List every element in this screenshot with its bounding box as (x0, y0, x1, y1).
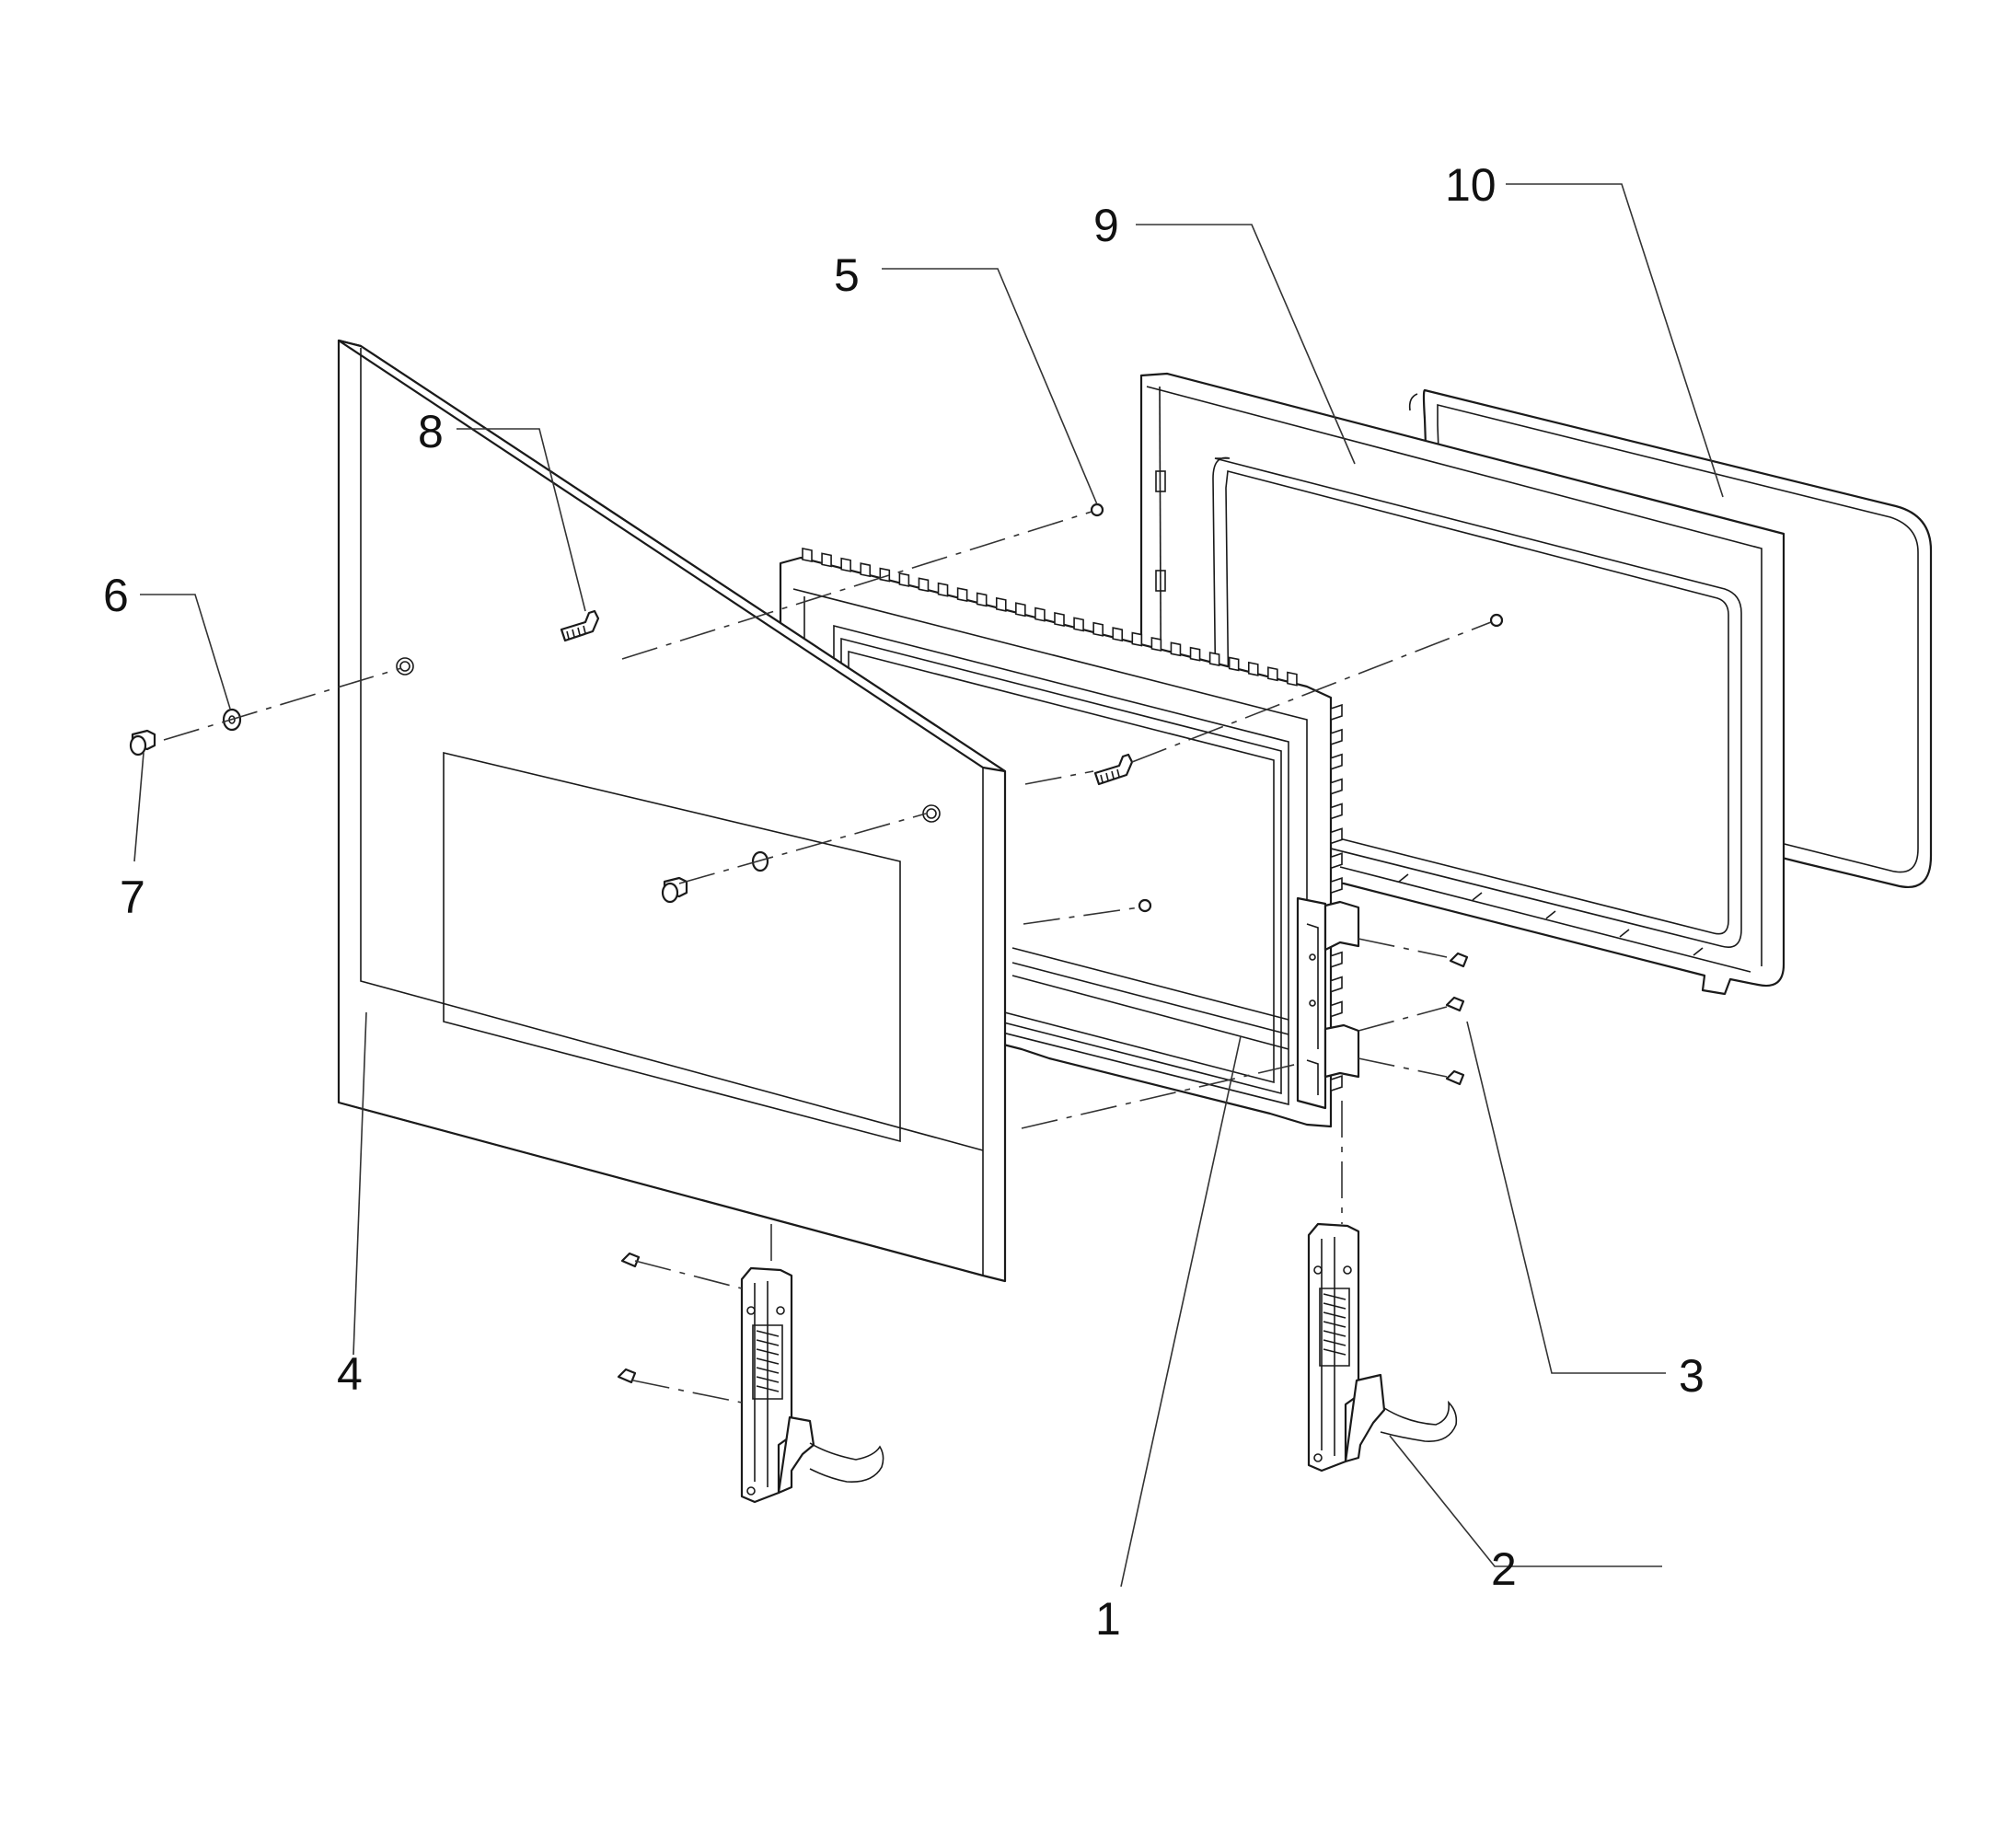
assembly-axes (163, 511, 1492, 1403)
frame-tooth (840, 557, 851, 572)
frame-tooth (1330, 827, 1343, 845)
frame-tooth (860, 562, 872, 578)
frame-tooth (1054, 612, 1065, 627)
callout-9: 9 (1093, 200, 1119, 251)
frame-tooth (1150, 636, 1162, 652)
frame-tooth (1330, 877, 1343, 895)
part-8-screw-top (560, 609, 600, 642)
part-2-hinge-left (740, 1266, 884, 1504)
frame-tooth (879, 567, 891, 583)
callout-3: 3 (1679, 1350, 1705, 1402)
frame-tooth (1330, 976, 1343, 993)
frame-tooth (1131, 631, 1143, 647)
frame-tooth (1330, 778, 1343, 795)
frame-tooth (1092, 621, 1104, 637)
frame-tooth (1247, 661, 1259, 676)
callout-labels: 10 9 5 8 6 7 4 1 2 3 (103, 159, 1705, 1645)
callout-8: 8 (418, 406, 444, 457)
frame-tooth (1208, 652, 1220, 667)
callout-7: 7 (120, 872, 145, 923)
frame-tooth (976, 592, 988, 607)
frame-tooth (1330, 852, 1343, 870)
callout-1: 1 (1095, 1593, 1121, 1645)
part-5-screw (1090, 502, 1504, 913)
part-4-outer-glass-panel (337, 339, 1007, 1283)
part-3-screw (617, 952, 1469, 1384)
frame-tooth (898, 572, 910, 587)
frame-tooth (1330, 1075, 1343, 1092)
frame-tooth (1112, 627, 1124, 642)
frame-tooth (995, 596, 1007, 612)
frame-tooth (1228, 656, 1240, 672)
frame-tooth (1034, 606, 1046, 622)
callout-6: 6 (103, 570, 129, 621)
frame-tooth (918, 577, 930, 593)
frame-tooth (956, 587, 968, 603)
callout-4: 4 (337, 1348, 363, 1400)
frame-tooth (1073, 617, 1084, 632)
frame-tooth (1015, 602, 1026, 618)
callout-10: 10 (1445, 159, 1497, 211)
frame-tooth (1170, 641, 1182, 657)
frame-tooth (1330, 951, 1343, 968)
frame-tooth (937, 582, 949, 597)
frame-tooth (1330, 1000, 1343, 1018)
part-2-hinge-right (1307, 1222, 1458, 1473)
frame-tooth (1330, 753, 1343, 770)
callout-5: 5 (834, 249, 860, 301)
frame-tooth (821, 552, 832, 568)
frame-tooth (1330, 703, 1343, 722)
frame-tooth (1267, 666, 1278, 682)
part-8-screw-mid (1093, 753, 1134, 786)
leader-lines (133, 183, 1724, 1588)
frame-tooth (1330, 803, 1343, 820)
frame-tooth (1189, 646, 1201, 662)
frame-tooth (802, 548, 813, 562)
frame-tooth (1330, 728, 1343, 745)
frame-tooth (1287, 671, 1298, 687)
callout-2: 2 (1491, 1543, 1517, 1595)
